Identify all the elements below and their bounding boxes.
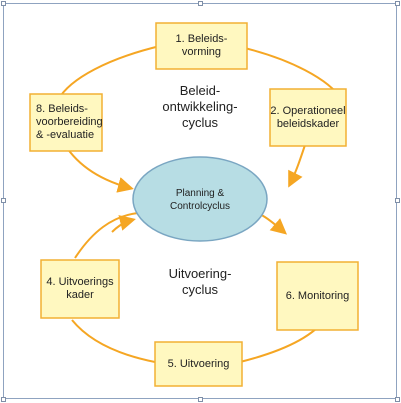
box-monitoring <box>276 261 359 331</box>
label-uitvoering: 5. Uitvoering <box>167 357 230 370</box>
box-beleidsvoorbereiding-evaluatie <box>29 93 103 152</box>
resize-handle-top-left[interactable] <box>1 1 6 6</box>
resize-handle-top-right[interactable] <box>395 1 400 6</box>
upper-cycle-arc-top-left <box>57 45 161 101</box>
label-beleidsvoorbereiding-evaluatie: 8. Beleids- voorbereiding & -evaluatie <box>36 103 103 141</box>
box-operationeel-beleidskader <box>269 88 347 147</box>
upper-cycle-arc-right <box>288 144 306 188</box>
lower-cycle-arc-upper-left <box>111 215 136 233</box>
resize-handle-right[interactable] <box>395 198 400 203</box>
upper-cycle-label: Beleid- ontwikkeling- cyclus <box>162 83 238 130</box>
resize-handle-bottom[interactable] <box>198 397 203 402</box>
box-uitvoeringskader <box>40 259 120 319</box>
label-uitvoeringskader: 4. Uitvoerings kader <box>46 276 114 301</box>
resize-handle-top[interactable] <box>198 1 203 6</box>
lower-cycle-arc-left <box>71 319 156 363</box>
center-label: Planning & Controlcyclus <box>169 188 231 212</box>
label-operationeel-beleidskader: 2. Operationeel beleidskader <box>270 104 346 130</box>
label-monitoring: 6. Monitoring <box>285 289 350 302</box>
resize-handle-left[interactable] <box>1 198 6 203</box>
lower-cycle-arc-top <box>74 212 139 259</box>
resize-handle-bottom-right[interactable] <box>395 397 400 402</box>
box-beleidsvorming <box>155 22 248 70</box>
planning-control-ellipse <box>132 156 268 242</box>
resize-handle-bottom-left[interactable] <box>1 397 6 402</box>
box-uitvoering <box>154 341 243 387</box>
lower-cycle-label: Uitvoering- cyclus <box>168 266 232 297</box>
label-beleidsvorming: 1. Beleids- vorming <box>175 33 228 58</box>
